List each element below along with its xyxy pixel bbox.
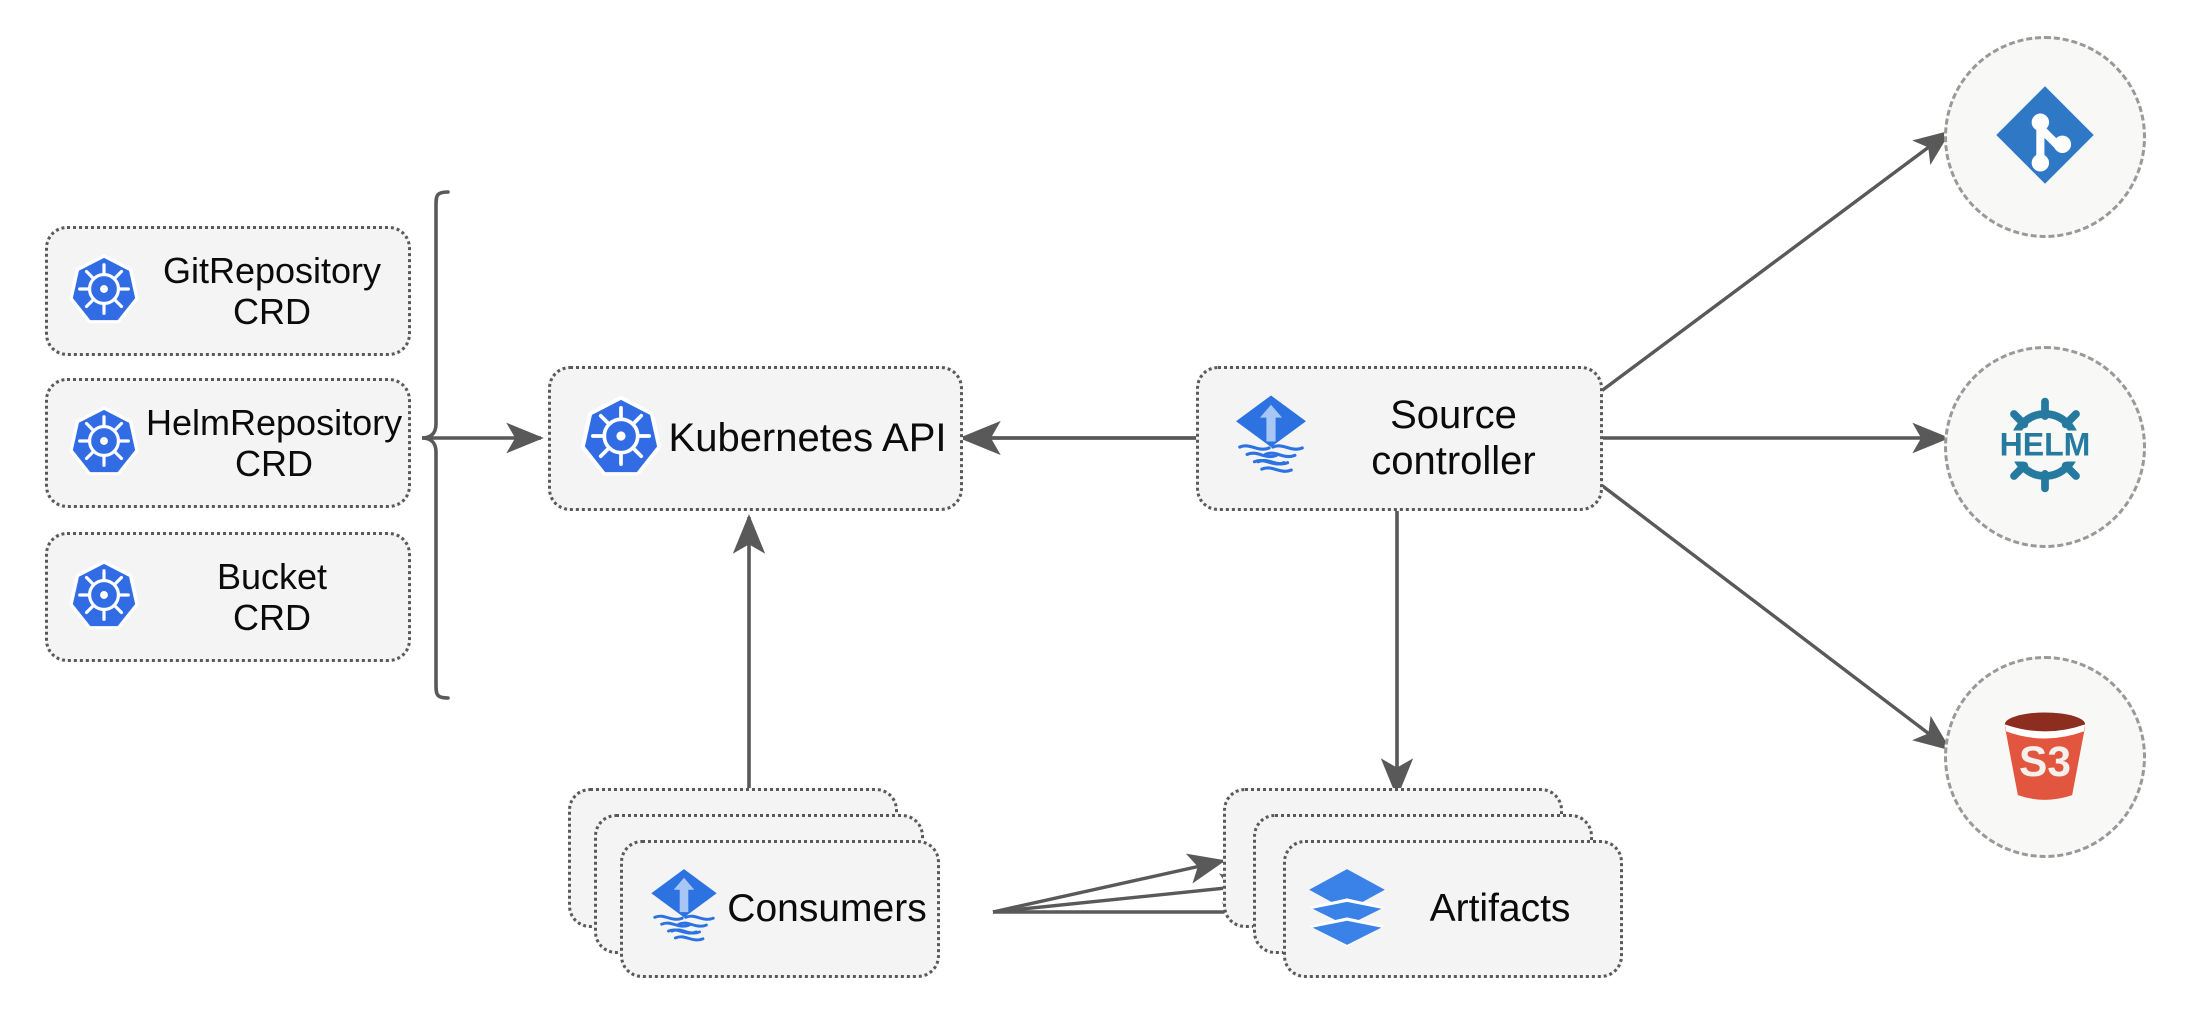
crd-node-helmrepository[interactable]: HelmRepository CRD	[45, 378, 411, 508]
kubernetes-api-node[interactable]: Kubernetes API	[548, 366, 963, 511]
external-node-s3[interactable]: S3	[1944, 656, 2146, 858]
artifacts-label: Artifacts	[1429, 886, 1571, 930]
s3-bucket-icon: S3	[1986, 696, 2104, 819]
consumers-label: Consumers	[727, 886, 927, 930]
consumers-stack: Consumers	[568, 788, 948, 978]
kubernetes-icon	[577, 392, 665, 485]
crd-node-label: HelmRepository CRD	[146, 401, 403, 484]
artifacts-node[interactable]: Artifacts	[1283, 840, 1623, 978]
flux-icon	[1225, 390, 1317, 487]
external-node-git[interactable]	[1944, 36, 2146, 238]
git-icon	[1987, 77, 2103, 198]
helm-wordmark: HELM	[2000, 426, 2091, 462]
edge-source-controller-to-git	[1598, 130, 1952, 394]
helm-icon: HELM	[1983, 383, 2107, 512]
kubernetes-icon	[66, 251, 142, 332]
crd-group-brace	[421, 190, 450, 700]
edge-source-controller-to-s3	[1598, 482, 1952, 751]
consumers-node[interactable]: Consumers	[620, 840, 940, 978]
crd-node-label: GitRepository CRD	[162, 249, 382, 332]
source-controller-label: Source controller	[1371, 392, 1536, 483]
crd-node-bucket[interactable]: Bucket CRD	[45, 532, 411, 662]
source-controller-node[interactable]: Source controller	[1196, 366, 1603, 511]
external-node-helm[interactable]: HELM	[1944, 346, 2146, 548]
edge-consumers-to-artifacts-2	[992, 873, 1258, 914]
kubernetes-icon	[66, 403, 142, 484]
kubernetes-api-label: Kubernetes API	[668, 415, 947, 460]
crd-node-label: Bucket CRD	[216, 555, 328, 638]
crd-node-gitrepository[interactable]: GitRepository CRD	[45, 226, 411, 356]
edge-consumers-to-artifacts-1	[992, 853, 1226, 914]
kubernetes-icon	[66, 557, 142, 638]
flux-icon	[641, 864, 727, 955]
artifacts-stack: Artifacts	[1223, 788, 1623, 978]
layers-icon	[1304, 864, 1390, 955]
s3-wordmark: S3	[2019, 739, 2071, 786]
